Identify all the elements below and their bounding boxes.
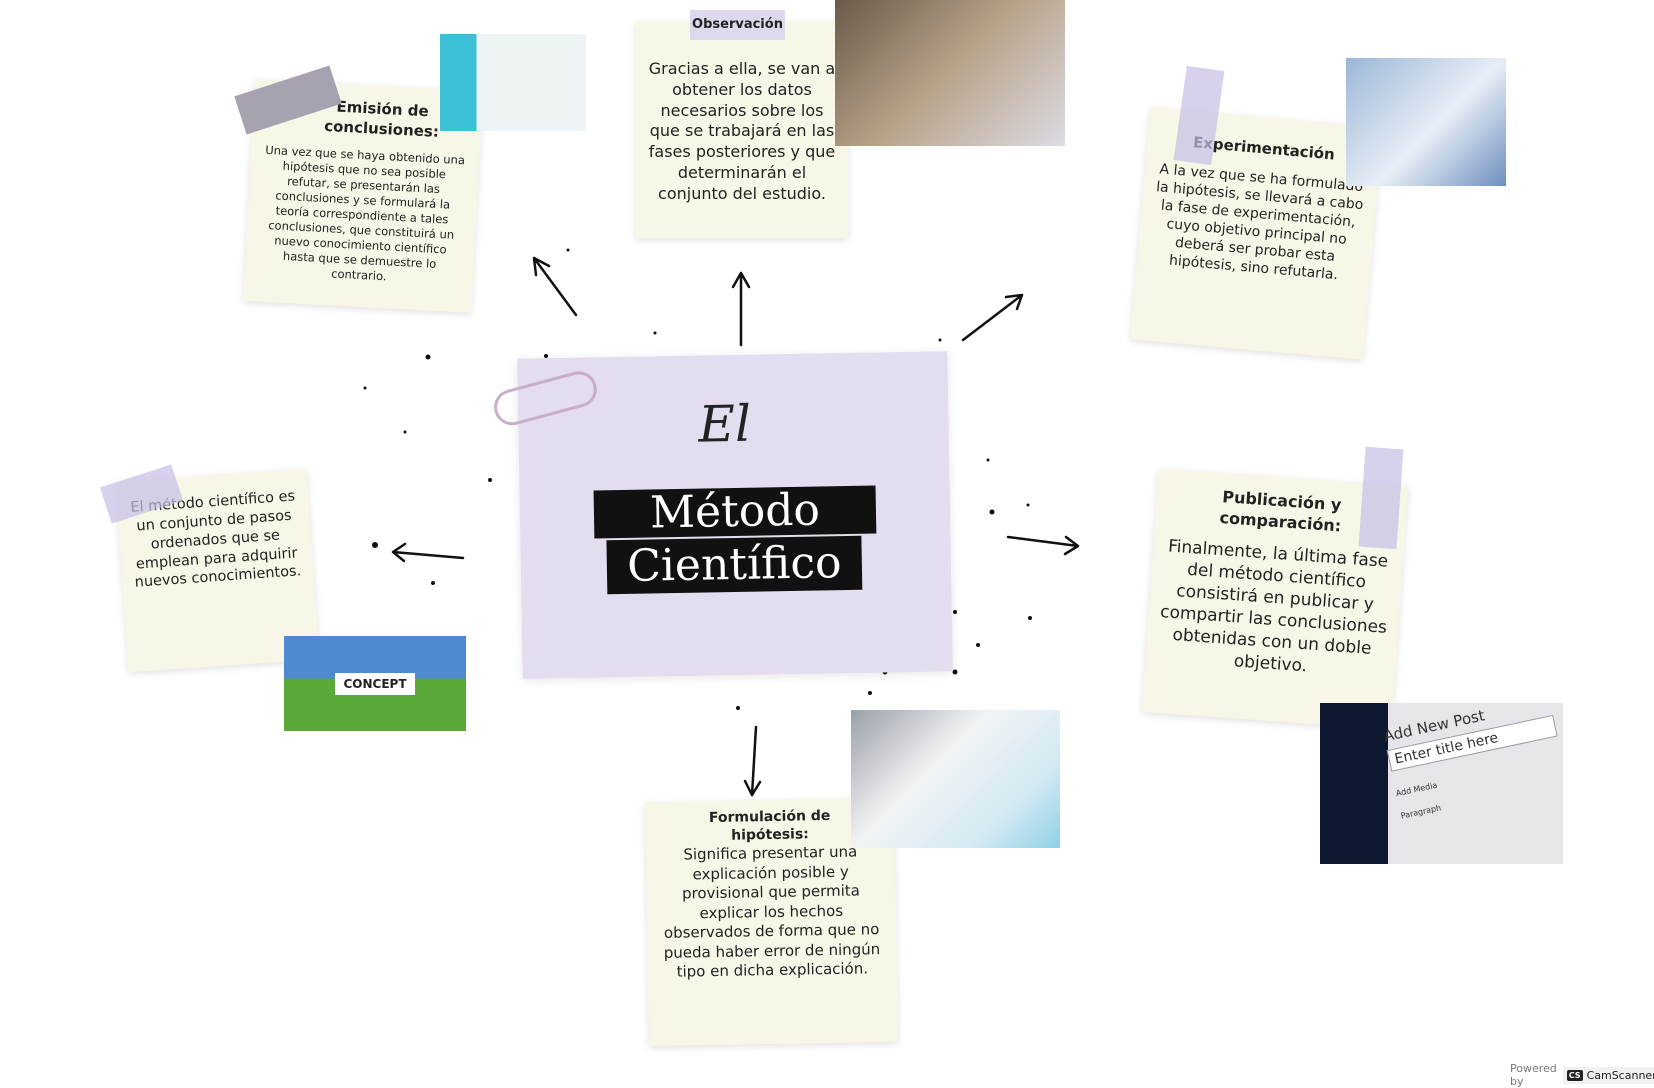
arrow-to-formulacion bbox=[743, 725, 762, 797]
concept-image: CONCEPT bbox=[284, 636, 466, 731]
lab-scientist-image bbox=[1346, 58, 1506, 186]
arrow-to-publicacion bbox=[1006, 535, 1080, 556]
classroom-image bbox=[835, 0, 1065, 146]
camscanner-logo-icon: CS bbox=[1566, 1069, 1583, 1081]
arrow-to-experimentacion bbox=[961, 293, 1024, 342]
concept-label: CONCEPT bbox=[335, 672, 415, 695]
title-line-1: Método bbox=[593, 485, 877, 538]
title-prefix: El bbox=[697, 394, 752, 454]
arrow-to-emision bbox=[532, 256, 578, 317]
arrow-to-intro bbox=[391, 542, 465, 563]
add-new-post-image: Add New Post Enter title here Add Media … bbox=[1320, 703, 1563, 864]
note-body: Una vez que se haya obtenido una hipótes… bbox=[264, 142, 466, 283]
camscanner-watermark: Powered by CS CamScanner bbox=[1510, 1062, 1654, 1088]
note-title: Observación bbox=[690, 10, 785, 40]
title-line-2: Científico bbox=[606, 535, 863, 595]
arrow-to-observacion bbox=[731, 271, 751, 347]
note-body: Finalmente, la última fase del método ci… bbox=[1159, 536, 1389, 677]
central-topic-card: El Método Científico bbox=[490, 351, 953, 679]
microscope-image bbox=[440, 34, 586, 131]
camscanner-brand: CamScanner bbox=[1586, 1068, 1654, 1082]
hands-writing-image bbox=[851, 710, 1060, 848]
note-body: Gracias a ella, se van a obtener los dat… bbox=[648, 59, 836, 203]
note-experimentacion: Experimentación A la vez que se ha formu… bbox=[1130, 107, 1383, 360]
tape bbox=[1358, 446, 1404, 550]
note-body: A la vez que se ha formulado la hipótesi… bbox=[1155, 160, 1364, 284]
note-observacion: Gracias a ella, se van a obtener los dat… bbox=[636, 21, 848, 238]
note-body: Significa presentar una explicación posi… bbox=[663, 842, 881, 982]
powered-by: Powered by bbox=[1510, 1062, 1557, 1088]
